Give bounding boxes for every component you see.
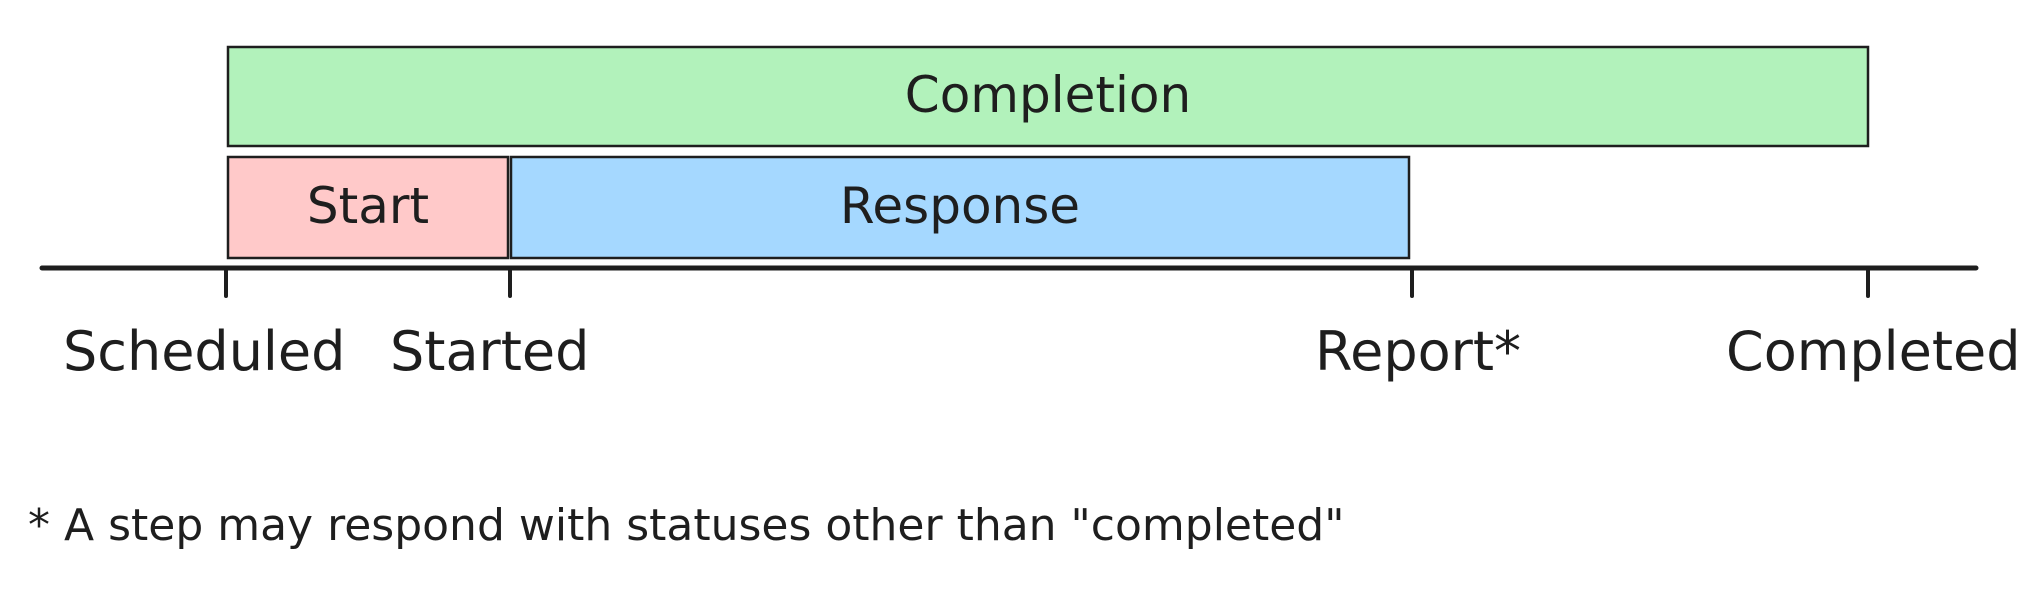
response-box bbox=[509, 155, 1411, 260]
response-phase: Response bbox=[509, 155, 1411, 260]
response-label: Response bbox=[840, 177, 1080, 235]
milestone-label-report: Report* bbox=[1315, 320, 1521, 383]
start-label: Start bbox=[307, 177, 429, 235]
completion-label: Completion bbox=[905, 66, 1191, 124]
milestone-label-started: Started bbox=[390, 320, 589, 383]
start-phase: Start bbox=[226, 155, 510, 260]
completion-box bbox=[226, 45, 1870, 148]
footnote: * A step may respond with statuses other… bbox=[28, 500, 1344, 551]
start-box bbox=[226, 155, 510, 260]
milestone-label-scheduled: Scheduled bbox=[63, 320, 345, 383]
milestone-label-completed: Completed bbox=[1726, 320, 2021, 383]
completion-phase: Completion bbox=[226, 45, 1870, 148]
